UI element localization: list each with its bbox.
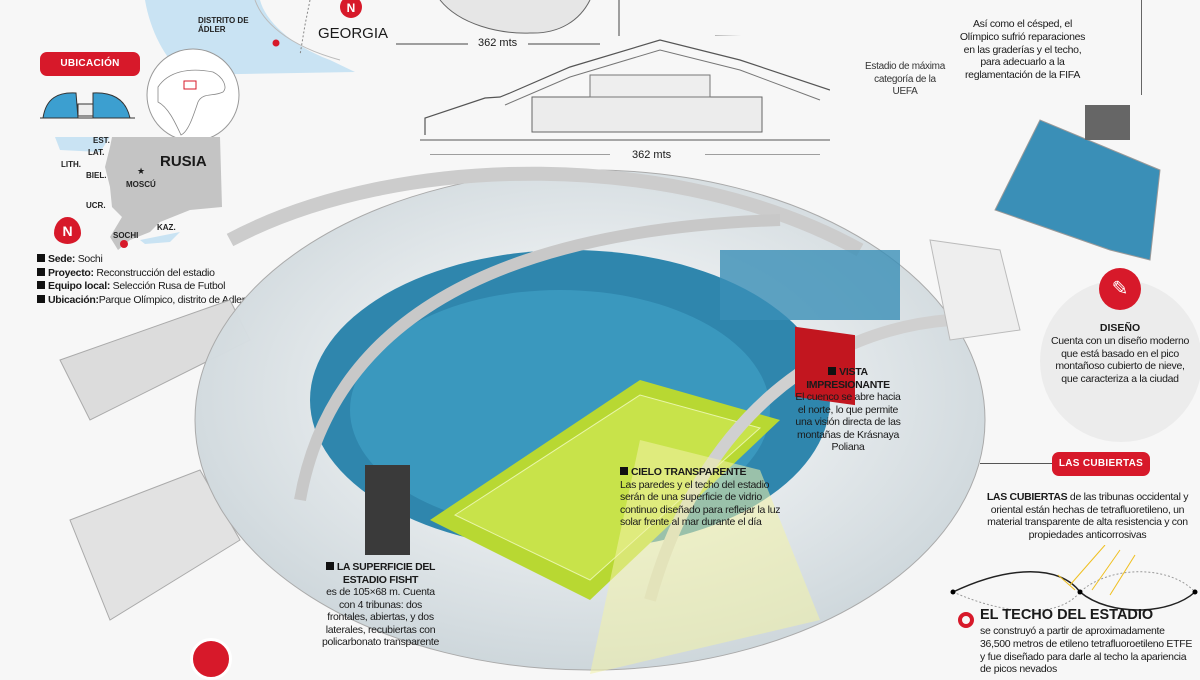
vista-text: El cuenco se abre hacia el norte, lo que…	[795, 391, 901, 453]
superficie-title: LA SUPERFICIE DEL ESTADIO FISHT	[336, 561, 436, 586]
roof-plan-drawing	[400, 0, 620, 45]
map-label-sochi: SOCHI	[113, 231, 139, 240]
diseno-text: Cuenta con un diseño moderno que está ba…	[1050, 335, 1190, 385]
dimension-top: 362 mts	[478, 37, 518, 49]
divider	[1141, 0, 1142, 95]
facts-list: Sede: Sochi Proyecto: Reconstrucción del…	[37, 253, 245, 307]
ubicacion-badge: UBICACIÓN	[40, 52, 140, 76]
uefa-note: Estadio de máxima categoría de la UEFA	[865, 61, 945, 97]
russia-map	[55, 137, 222, 250]
roof-membrane-diagram	[950, 545, 1198, 612]
cubiertas-leader	[980, 463, 1052, 464]
techo-title: EL TECHO DEL ESTADIO	[980, 607, 1154, 623]
map-label-ucr: UCR.	[86, 201, 106, 210]
russia-label: RUSIA	[160, 153, 207, 170]
vista-title: VISTA IMPRESIONANTE	[806, 366, 890, 391]
capital-star-icon: ★	[137, 166, 146, 176]
fact-item: Equipo local: Selección Rusa de Futbol	[37, 280, 245, 294]
map-label-lith: LITH.	[61, 160, 81, 169]
north-marker: N	[54, 217, 81, 244]
fact-item: Proyecto: Reconstrucción del estadio	[37, 267, 245, 281]
dimension-bottom: 362 mts	[632, 149, 672, 161]
stadium-icon	[40, 92, 135, 119]
map-label-kaz: KAZ.	[157, 223, 176, 232]
repair-note: Así como el césped, el Olímpico sufrió r…	[959, 18, 1086, 82]
fact-item: Ubicación:Parque Olímpico, distrito de A…	[37, 294, 245, 308]
techo-text: se construyó a partir de aproximadamente…	[980, 625, 1193, 676]
cielo-text: Las paredes y el techo del estadio serán…	[620, 478, 781, 529]
district-label: DISTRITO DE ÁDLER	[198, 16, 249, 34]
map-label-biel: BIEL.	[86, 171, 107, 180]
superficie-text: es de 105×68 m. Cuenta con 4 tribunas: d…	[321, 586, 440, 648]
map-label-lat: LAT.	[88, 148, 105, 157]
north-marker-top: N	[340, 0, 362, 18]
design-pencil-icon: ✎	[1099, 268, 1141, 310]
cielo-title: CIELO TRANSPARENTE	[631, 466, 747, 478]
map-label-est: EST.	[93, 136, 110, 145]
diseno-title: DISEÑO	[1099, 322, 1141, 334]
georgia-label: GEORGIA	[318, 25, 389, 42]
cubiertas-text: LAS CUBIERTAS de las tribunas occidental…	[986, 491, 1189, 541]
fact-item: Sede: Sochi	[37, 253, 245, 267]
side-elevation-drawing	[420, 35, 830, 155]
techo-bullet-icon	[958, 612, 974, 628]
cubiertas-badge: LAS CUBIERTAS	[1052, 452, 1150, 476]
map-label-moscu: MOSCÚ	[126, 180, 156, 189]
